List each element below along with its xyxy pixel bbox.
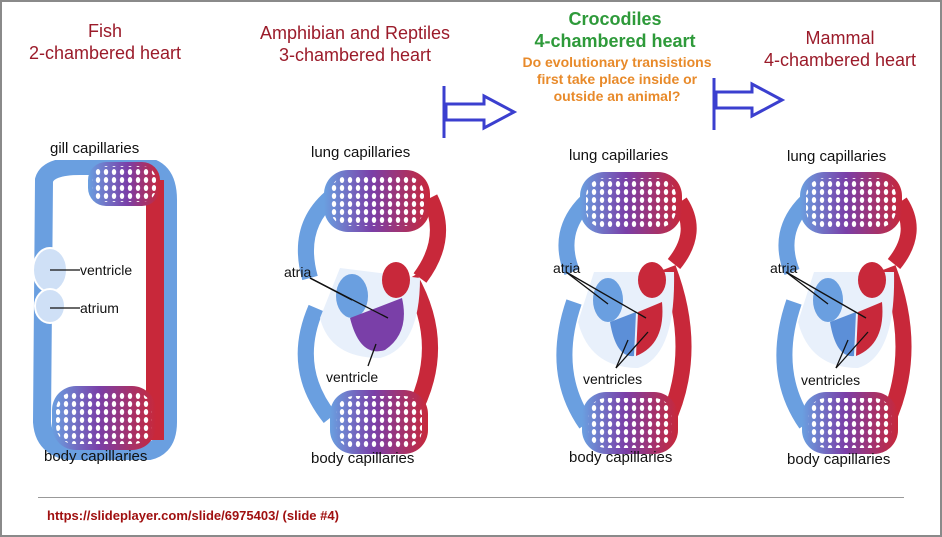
mammal-ventricle-right xyxy=(830,312,856,357)
amphibian-atrium-right xyxy=(382,262,410,298)
label-amphibian-body-capillaries: body capillaries xyxy=(311,450,415,467)
crocodile-circulation-diagram xyxy=(556,172,697,454)
amphibian-atrium-left xyxy=(336,274,368,318)
mammal-atrium-left xyxy=(858,262,886,298)
source-link[interactable]: https://slideplayer.com/slide/6975403/ (… xyxy=(47,508,339,523)
heading-fish-line2: 2-chambered heart xyxy=(28,43,182,63)
heading-crocodile-line1: Crocodiles xyxy=(568,9,662,29)
footer-divider xyxy=(38,497,904,498)
double-arrow-right-icon xyxy=(712,78,786,130)
heading-mammal-line1: Mammal xyxy=(805,28,875,48)
heading-mammal: Mammal 4-chambered heart xyxy=(740,27,940,71)
label-mammal-body-capillaries: body capillaries xyxy=(787,451,891,468)
label-amphibian-atria: atria xyxy=(284,264,312,280)
label-crocodile-ventricles: ventricles xyxy=(583,371,643,387)
label-mammal-lung-capillaries: lung capillaries xyxy=(787,148,887,165)
label-mammal-ventricles: ventricles xyxy=(801,372,861,388)
crocodile-ventricle-right xyxy=(610,312,636,357)
label-fish-body-capillaries: body capillaries xyxy=(44,448,148,465)
label-amphibian-lung-capillaries: lung capillaries xyxy=(311,144,411,161)
label-fish-ventricle: ventricle xyxy=(80,262,133,278)
double-arrow-right-icon xyxy=(442,86,518,138)
heading-fish: Fish 2-chambered heart xyxy=(5,20,205,64)
label-mammal-atria: atria xyxy=(770,260,798,276)
label-amphibian-ventricle: ventricle xyxy=(326,369,379,385)
label-crocodile-body-capillaries: body capillaries xyxy=(569,449,673,466)
heading-mammal-line2: 4-chambered heart xyxy=(763,50,917,70)
amphibian-ventricle xyxy=(350,298,404,352)
heading-crocodile-line2: 4-chambered heart xyxy=(534,31,696,51)
amphibian-circulation-diagram xyxy=(297,170,446,454)
label-gill-capillaries: gill capillaries xyxy=(50,140,140,157)
fish-atrium xyxy=(34,288,66,324)
heading-fish-line1: Fish xyxy=(87,21,122,41)
label-crocodile-lung-capillaries: lung capillaries xyxy=(569,147,669,164)
fish-circulation-diagram xyxy=(32,160,177,460)
mammal-circulation-diagram xyxy=(776,172,917,454)
heading-crocodile: Crocodiles 4-chambered heart xyxy=(510,8,720,52)
heading-amphibian-line2: 3-chambered heart xyxy=(278,45,432,65)
crocodile-atrium-left xyxy=(638,262,666,298)
crocodile-atrium-right xyxy=(593,278,623,322)
heading-amphibian: Amphibian and Reptiles 3-chambered heart xyxy=(230,22,480,66)
label-crocodile-atria: atria xyxy=(553,260,581,276)
label-fish-atrium: atrium xyxy=(80,300,119,316)
mammal-atrium-right xyxy=(813,278,843,322)
heading-amphibian-line1: Amphibian and Reptiles xyxy=(259,23,451,43)
question-text: Do evolutionary transistions first take … xyxy=(522,54,712,104)
